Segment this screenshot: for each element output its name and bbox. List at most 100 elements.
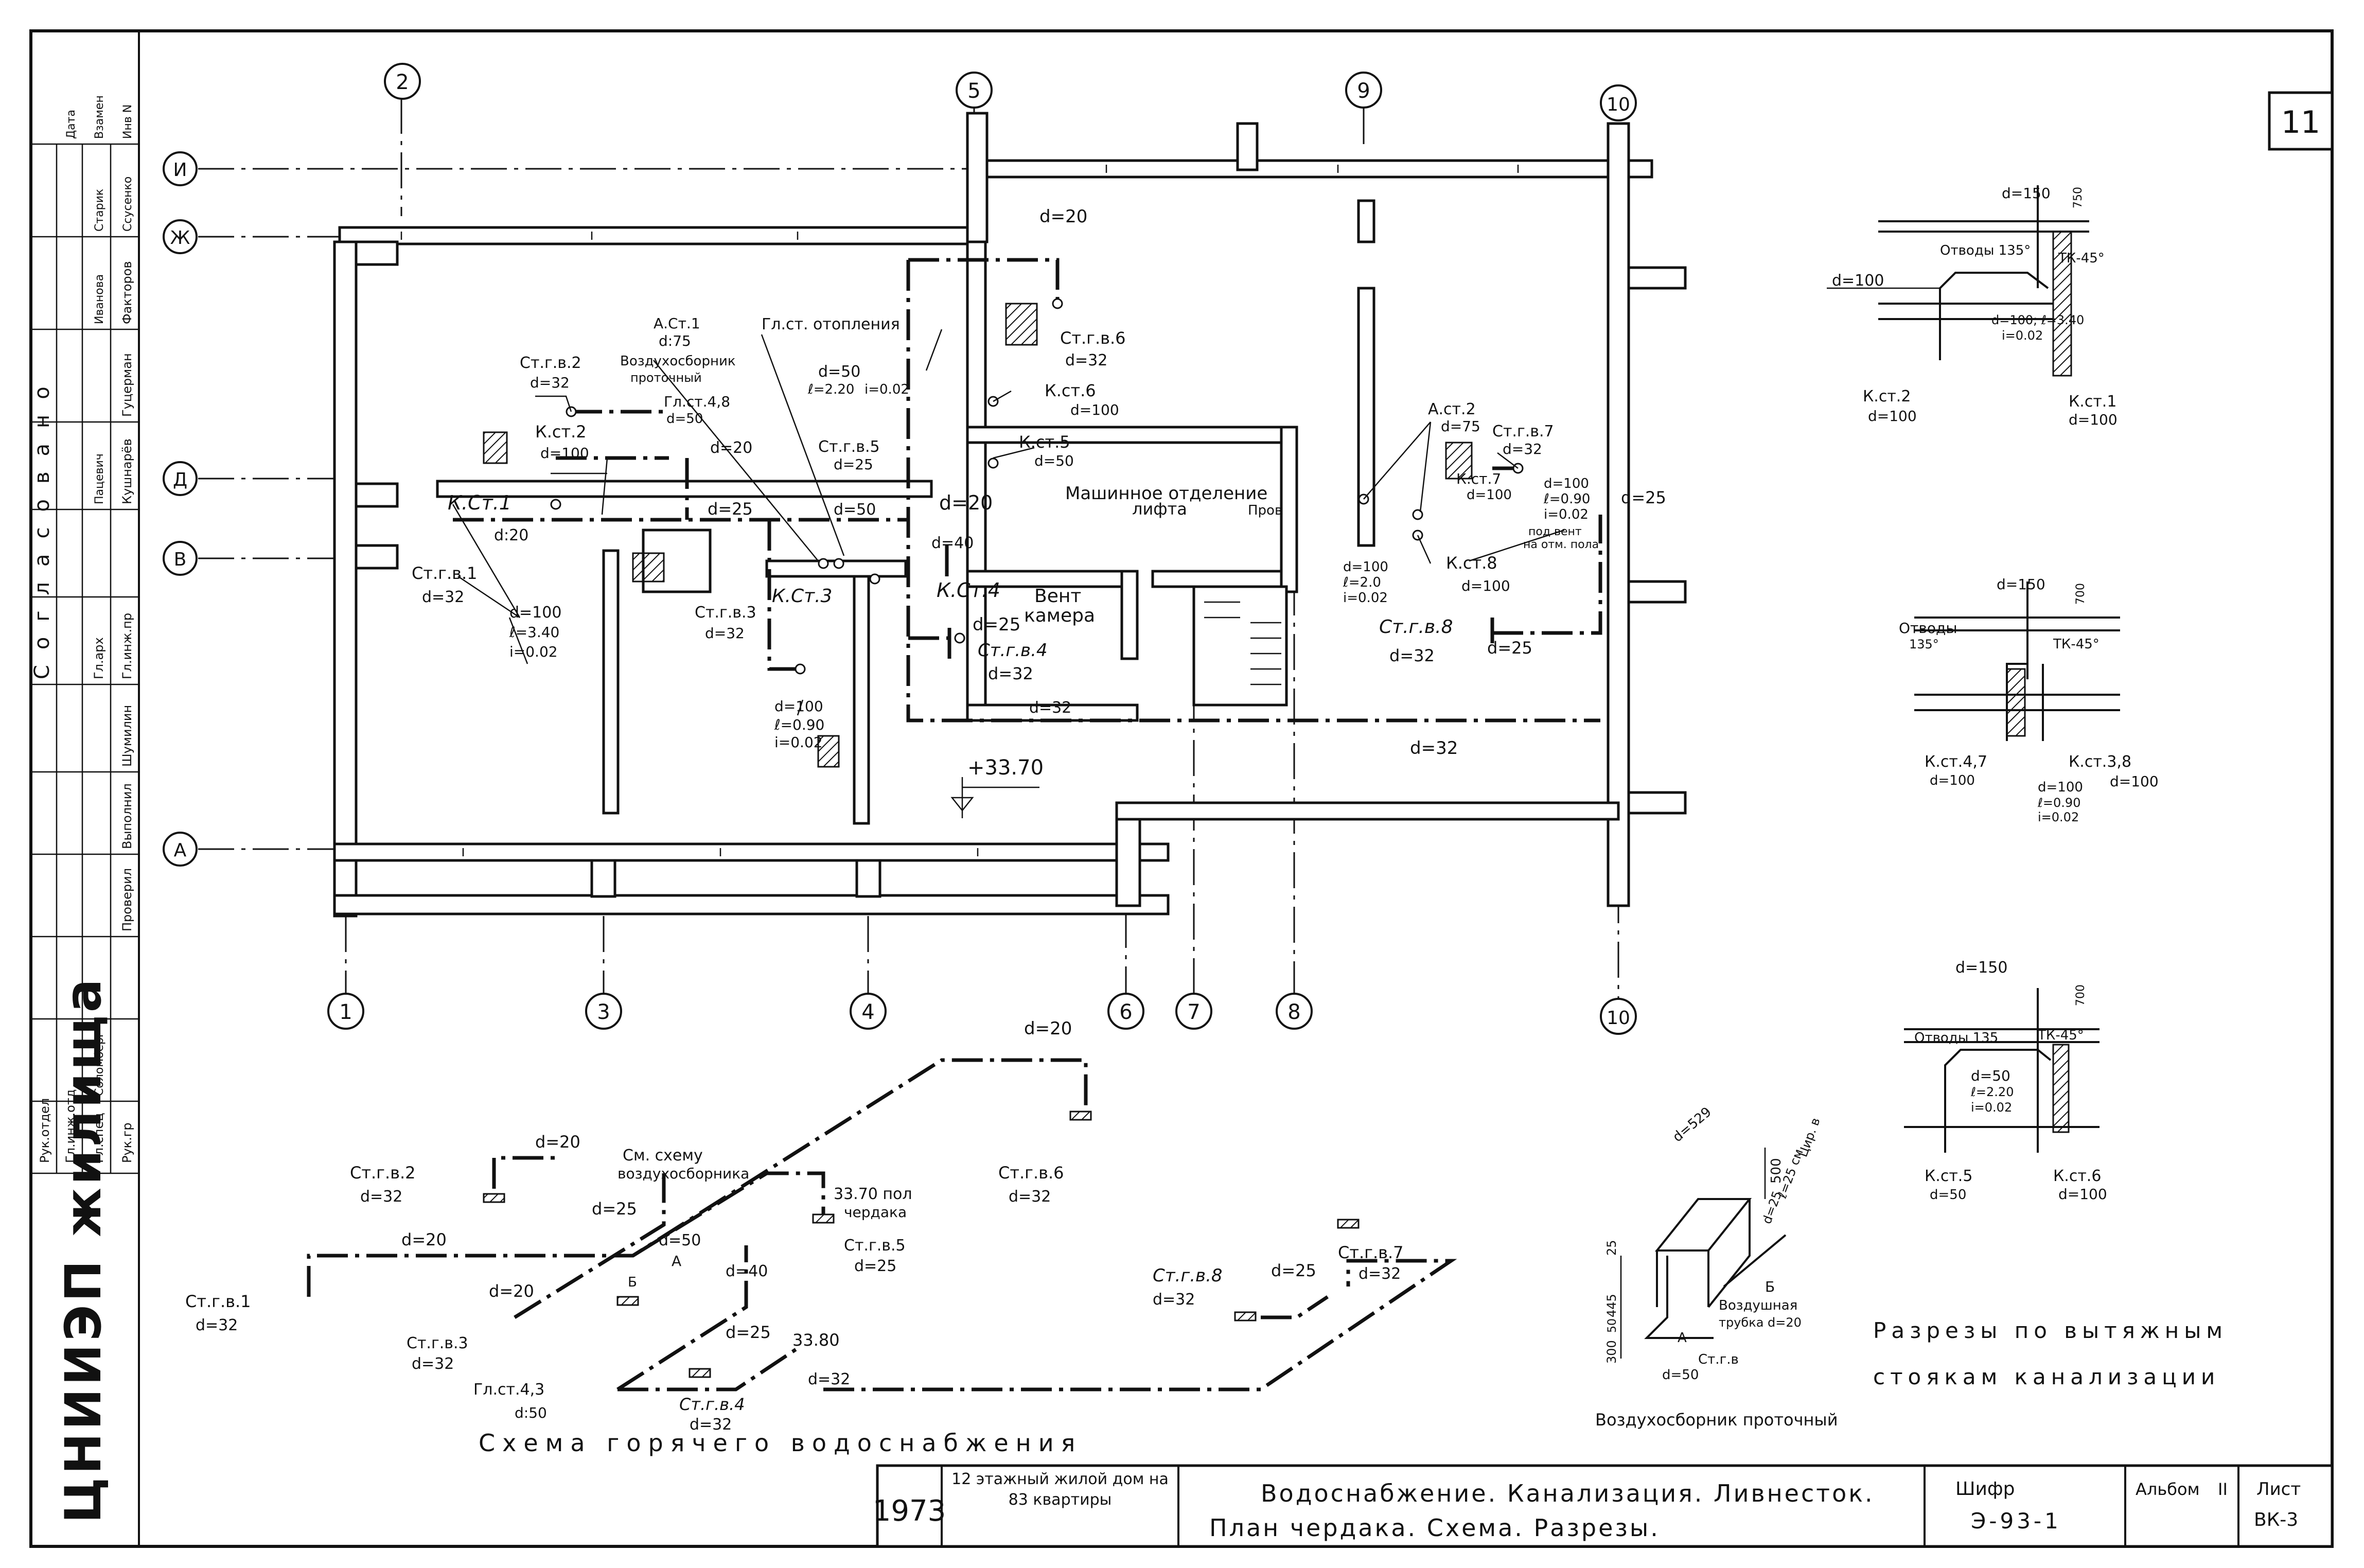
section-label: i=0.02 bbox=[2038, 810, 2079, 824]
scheme-label: d=25 bbox=[1271, 1261, 1316, 1280]
air-label: 500 bbox=[1769, 1158, 1784, 1184]
scheme-label: d=20 bbox=[535, 1132, 580, 1152]
air-label: d=50 bbox=[1662, 1367, 1699, 1383]
stamp-role-12: Ссусенко bbox=[121, 177, 134, 232]
plan-label: d=25 bbox=[834, 456, 873, 473]
scheme-label: А bbox=[672, 1253, 681, 1270]
svg-text:3: 3 bbox=[597, 1000, 610, 1024]
stamp-role-5: Выполнил bbox=[120, 783, 134, 849]
axis-marker-bottom-8: 8 bbox=[1276, 993, 1313, 1030]
scheme-label: d=32 bbox=[1009, 1188, 1051, 1206]
section-label: d=50 bbox=[1930, 1187, 1966, 1203]
axis-marker-bottom-3: 3 bbox=[585, 993, 622, 1030]
air-label: Б bbox=[1765, 1278, 1775, 1295]
plan-label: Воздухосборник bbox=[620, 354, 736, 369]
air-label: 50 bbox=[1606, 1318, 1619, 1333]
svg-text:4: 4 bbox=[861, 1000, 874, 1024]
section-label: К.ст.5 bbox=[1925, 1167, 1972, 1185]
svg-text:В: В bbox=[174, 549, 187, 570]
air-label: Ст.г.в bbox=[1698, 1352, 1739, 1367]
axis-marker-left-И: И bbox=[163, 151, 198, 186]
section-label: d=100 bbox=[1832, 272, 1884, 290]
plan-label: i=0.02 bbox=[1343, 590, 1388, 606]
plan-label: d=32 bbox=[1065, 351, 1107, 369]
stair-lines bbox=[1204, 601, 1281, 685]
air-label: А bbox=[1678, 1330, 1687, 1346]
axis-marker-bottom-7: 7 bbox=[1175, 993, 1212, 1030]
air-label: 300 bbox=[1604, 1340, 1619, 1364]
plan-label: d=32 bbox=[988, 664, 1033, 683]
section-label: d=100 bbox=[1930, 773, 1975, 788]
plan-label: К.ст.6 bbox=[1045, 381, 1096, 400]
axis-marker-left-В: В bbox=[163, 541, 198, 576]
plan-label: Гл.ст. отопления bbox=[762, 315, 900, 333]
section-label: d=150 bbox=[1997, 576, 2045, 593]
air-label: Воздушная bbox=[1719, 1298, 1797, 1313]
air-label: 25 bbox=[1604, 1240, 1619, 1256]
title-album-label: Альбом bbox=[2136, 1479, 2200, 1499]
leader-lines bbox=[452, 329, 1565, 716]
plan-label: d=32 bbox=[705, 625, 745, 642]
section-label: Отводы 135 bbox=[1914, 1030, 1998, 1046]
hot-water-scheme: d=20 Ст.г.в.6 d=32 d=20 См. схему воздух… bbox=[185, 1018, 1457, 1457]
plan-label: К.ст.7 bbox=[1456, 470, 1501, 487]
section-label: d=150 bbox=[2002, 185, 2051, 202]
scheme-label: Ст.г.в.8 bbox=[1153, 1265, 1223, 1286]
stamp-role-17: Соломберг bbox=[93, 1031, 106, 1096]
plan-label: i=0.02 bbox=[774, 734, 823, 751]
svg-text:Ж: Ж bbox=[170, 227, 190, 249]
scheme-label: воздухосборника bbox=[618, 1165, 749, 1182]
axis-marker-left-Д: Д bbox=[163, 461, 198, 496]
svg-text:8: 8 bbox=[1287, 1000, 1300, 1024]
plan-label: Машинное отделение bbox=[1065, 483, 1267, 504]
scheme-label: 33.70 пол bbox=[834, 1185, 912, 1203]
scheme-label: d=40 bbox=[726, 1262, 768, 1280]
section-label: 135° bbox=[1909, 637, 1939, 651]
plan-label: камера bbox=[1024, 605, 1095, 626]
svg-text:А: А bbox=[174, 840, 187, 861]
plan-label: Ст.г.в.7 bbox=[1492, 422, 1554, 441]
plan-label: d=25 bbox=[1487, 638, 1532, 658]
plan-label: d=100 bbox=[509, 604, 561, 622]
plan-piping: d=20 Ст.г.в.6 d=32 Гл.ст. отопления А.Ст… bbox=[412, 206, 1666, 818]
section-label: К.ст.2 bbox=[1863, 387, 1911, 406]
axis-marker-left-А: А bbox=[163, 832, 198, 867]
plan-label: d=32 bbox=[530, 374, 570, 391]
scheme-label: 33.80 bbox=[792, 1330, 840, 1350]
plan-label: d=25 bbox=[1621, 488, 1666, 507]
section-label: ТК-45° bbox=[2037, 1028, 2084, 1043]
axis-marker-bottom-10: 10 bbox=[1600, 998, 1637, 1035]
stamp-role-16: Дата bbox=[65, 110, 78, 139]
plan-label: i=0.02 bbox=[1544, 507, 1589, 522]
left-stamp: Рук.отдел Гл.инж.отд Гл.спец Рук.гр Пров… bbox=[30, 95, 139, 1523]
elevation-mark bbox=[950, 777, 1039, 818]
svg-text:5: 5 bbox=[967, 79, 980, 103]
air-label: d=529 bbox=[1670, 1104, 1715, 1145]
plan-label: под вент bbox=[1528, 525, 1582, 538]
stamp-role-8: Гл.арх bbox=[92, 637, 106, 679]
section-label: ТК-45° bbox=[2058, 251, 2105, 266]
section-label: ТК-45° bbox=[2053, 637, 2100, 652]
svg-text:И: И bbox=[173, 160, 187, 181]
scheme-label: d=32 bbox=[196, 1316, 238, 1334]
section-label: Отводы 135° bbox=[1940, 243, 2031, 258]
title-sheet-label: Лист bbox=[2256, 1479, 2301, 1500]
plan-label: К.ст.8 bbox=[1446, 553, 1497, 573]
plan-label: d=20 bbox=[1039, 206, 1087, 227]
plan-label: d=100 bbox=[1343, 559, 1388, 575]
scheme-label: d=20 bbox=[401, 1230, 447, 1249]
plan-label: d=32 bbox=[422, 588, 464, 606]
scheme-label: Ст.г.в.5 bbox=[844, 1237, 906, 1255]
sections-detail: d=150 750 d=100 Отводы 135° ТК-45° d=100… bbox=[1827, 185, 2222, 1389]
section-3: d=150 700 Отводы 135 ТК-45° d=50 ℓ=2.20 … bbox=[1904, 959, 2107, 1203]
axis-marker-top-10: 10 bbox=[1600, 84, 1637, 121]
riser-markers bbox=[550, 298, 1524, 675]
stamp-role-9: Кушнарёв bbox=[120, 438, 134, 504]
svg-text:Д: Д bbox=[173, 469, 187, 490]
section-label: ℓ=2.20 bbox=[1970, 1085, 2014, 1099]
plan-label: К.Ст.4 bbox=[937, 579, 1000, 602]
plan-label: К.Ст.1 bbox=[448, 491, 511, 514]
plan-label: i=0.02 bbox=[865, 382, 909, 397]
plan-label: ℓ=2.0 bbox=[1343, 575, 1381, 590]
